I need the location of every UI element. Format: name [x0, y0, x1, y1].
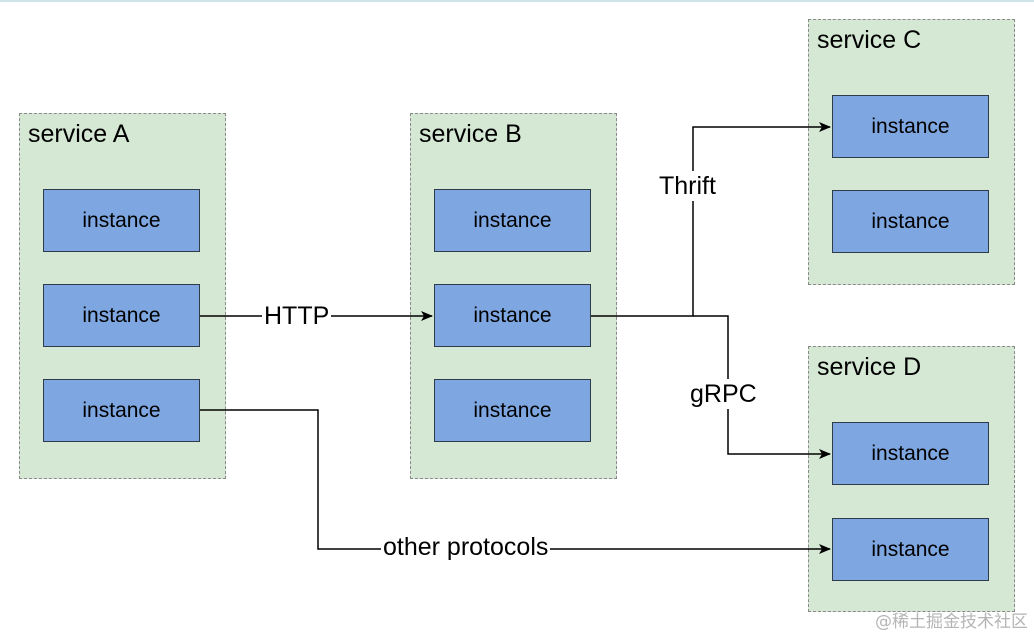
other-protocols-arrow — [200, 409, 831, 554]
service-a-title: service A — [28, 120, 130, 148]
thrift-label: Thrift — [657, 171, 718, 201]
service-a-instance-2: instance — [43, 284, 200, 347]
other-protocols-label: other protocols — [381, 532, 551, 562]
service-c-title: service C — [817, 26, 922, 54]
service-d-title: service D — [817, 353, 922, 381]
service-c-instance-2: instance — [832, 190, 989, 253]
grpc-label: gRPC — [688, 379, 759, 409]
service-d-instance-2: instance — [832, 518, 989, 581]
service-c-instance-1: instance — [832, 95, 989, 158]
service-b-instance-3: instance — [434, 379, 591, 442]
thrift-arrow — [591, 122, 831, 317]
service-a-instance-1: instance — [43, 189, 200, 252]
service-b-title: service B — [419, 120, 522, 148]
http-label: HTTP — [262, 301, 332, 331]
service-a-instance-3: instance — [43, 379, 200, 442]
watermark: @稀土掘金技术社区 — [875, 612, 1028, 632]
service-b-instance-1: instance — [434, 189, 591, 252]
service-b-instance-2: instance — [434, 284, 591, 347]
service-d-instance-1: instance — [832, 422, 989, 485]
top-border — [0, 0, 1034, 2]
